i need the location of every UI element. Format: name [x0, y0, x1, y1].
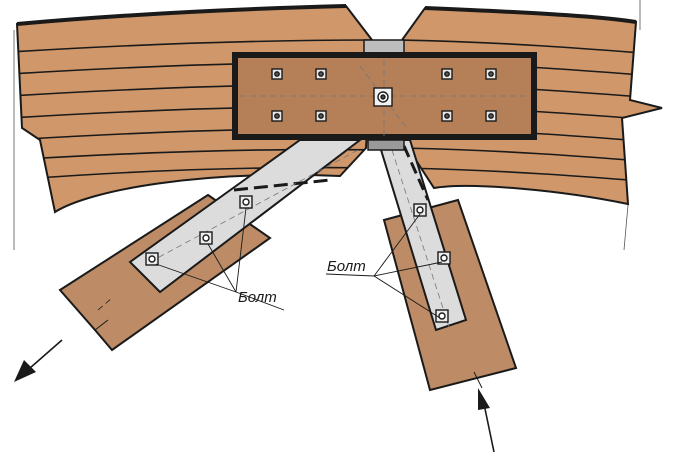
bolt-head-icon [145, 252, 159, 266]
left-bolt-leaders [155, 207, 285, 311]
right-force-arrow [478, 388, 495, 453]
center-pin-icon [373, 87, 393, 107]
central-block-bolts [271, 68, 497, 122]
central-connection-block [232, 52, 537, 140]
bolt-head-icon [315, 68, 327, 80]
bolt-head-icon [271, 110, 283, 122]
left-force-arrow [14, 297, 113, 382]
right-bolt-label: Болт [327, 258, 366, 275]
bolt-head-icon [315, 110, 327, 122]
right-guide-line-bottom [623, 204, 629, 251]
bolt-head-icon [199, 231, 213, 245]
left-plate-bolts [145, 195, 253, 266]
bolt-head-icon [485, 110, 497, 122]
right-plate-bolts [413, 203, 451, 323]
left-bolt-label: Болт [238, 289, 277, 306]
right-bolt-leaders [325, 213, 443, 319]
bolt-head-icon [239, 195, 253, 209]
bolt-head-icon [437, 251, 451, 265]
bottom-gap-insert [367, 139, 405, 151]
bolt-head-icon [441, 110, 453, 122]
bolt-head-icon [271, 68, 283, 80]
top-gap-insert [363, 39, 405, 55]
bolt-head-icon [485, 68, 497, 80]
bolt-head-icon [413, 203, 427, 217]
bolt-head-icon [435, 309, 449, 323]
bolt-head-icon [441, 68, 453, 80]
